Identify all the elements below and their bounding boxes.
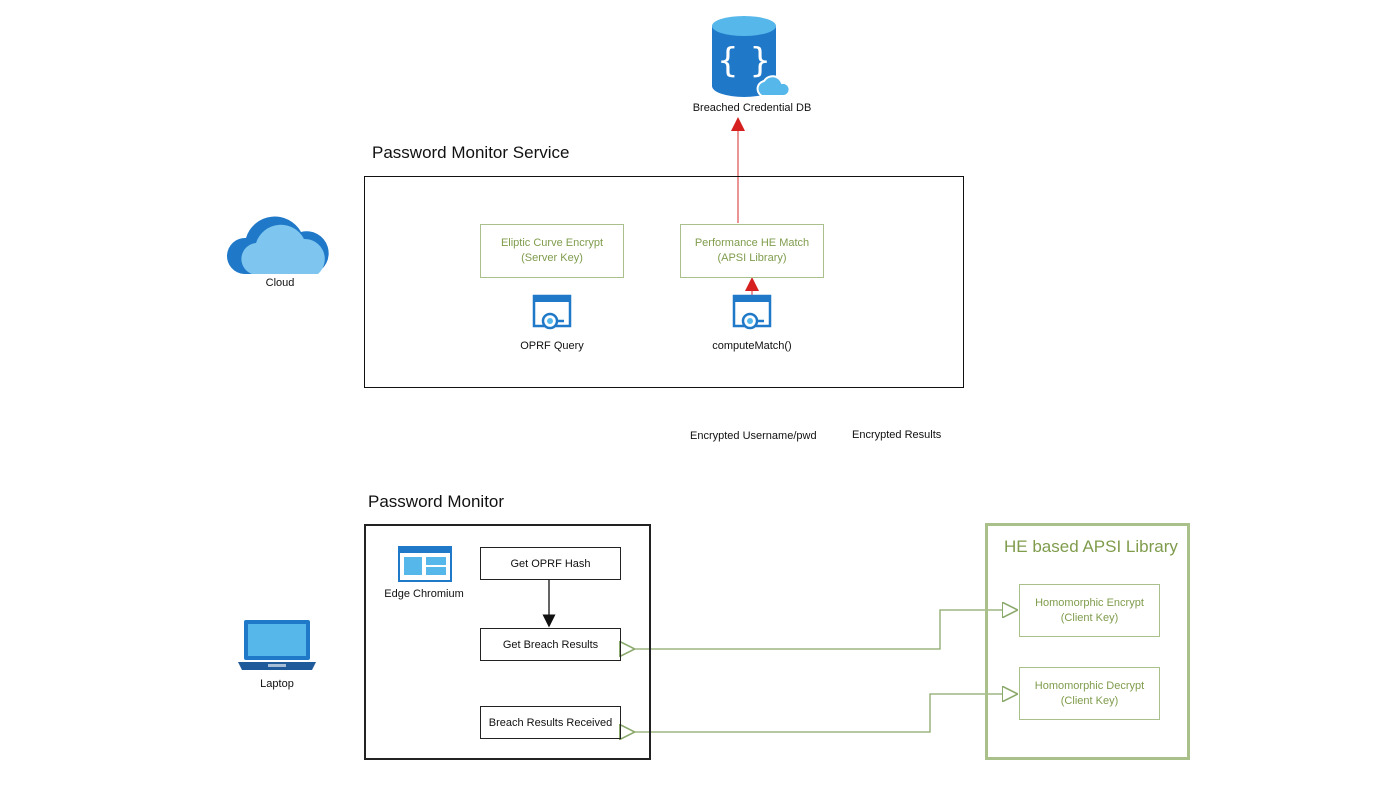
laptop-label: Laptop xyxy=(260,678,294,690)
flow-label-left: Encrypted Username/pwd xyxy=(690,430,817,442)
compute-match-label: computeMatch() xyxy=(712,340,792,352)
oprf-query-label: OPRF Query xyxy=(520,340,584,352)
encrypt-connector xyxy=(627,610,1010,649)
oprf-api-icon xyxy=(532,294,572,331)
ecc-box: Eliptic Curve Encrypt (Server Key) xyxy=(480,224,624,278)
get-oprf-hash-box: Get OPRF Hash xyxy=(480,547,621,580)
breach-results-received-box: Breach Results Received xyxy=(480,706,621,739)
flow-label-right: Encrypted Results xyxy=(852,429,942,441)
cloud-icon xyxy=(226,210,334,278)
compute-api-icon xyxy=(732,294,772,331)
service-title: Password Monitor Service xyxy=(372,143,570,162)
encrypt-line1: Homomorphic Encrypt xyxy=(1035,596,1144,609)
apsi-title: HE based APSI Library xyxy=(1004,537,1178,556)
db-label: Breached Credential DB xyxy=(692,102,812,114)
ecc-line1: Eliptic Curve Encrypt xyxy=(500,237,604,249)
he-match-box: Performance HE Match (APSI Library) xyxy=(680,224,824,278)
laptop-icon xyxy=(236,618,318,672)
svg-text:{ }: { } xyxy=(717,41,771,81)
he-line1: Performance HE Match xyxy=(694,237,810,249)
cloud-label: Cloud xyxy=(265,277,295,289)
he-line2: (APSI Library) xyxy=(717,252,787,264)
decrypt-connector xyxy=(627,694,1010,732)
ecc-line2: (Server Key) xyxy=(521,252,583,264)
browser-window-icon xyxy=(398,546,452,582)
monitor-frame xyxy=(364,524,651,760)
service-frame xyxy=(364,176,964,388)
monitor-title: Password Monitor xyxy=(368,492,505,511)
homomorphic-decrypt-box: Homomorphic Decrypt (Client Key) xyxy=(1019,667,1160,720)
apsi-frame xyxy=(985,523,1190,760)
database-icon: { } xyxy=(706,14,791,98)
homomorphic-encrypt-box: Homomorphic Encrypt (Client Key) xyxy=(1019,584,1160,637)
decrypt-line1: Homomorphic Decrypt xyxy=(1034,679,1145,692)
encrypt-line2: (Client Key) xyxy=(1060,611,1119,624)
browser-label: Edge Chromium xyxy=(384,588,464,600)
get-breach-results-box: Get Breach Results xyxy=(480,628,621,661)
decrypt-line2: (Client Key) xyxy=(1060,694,1119,707)
